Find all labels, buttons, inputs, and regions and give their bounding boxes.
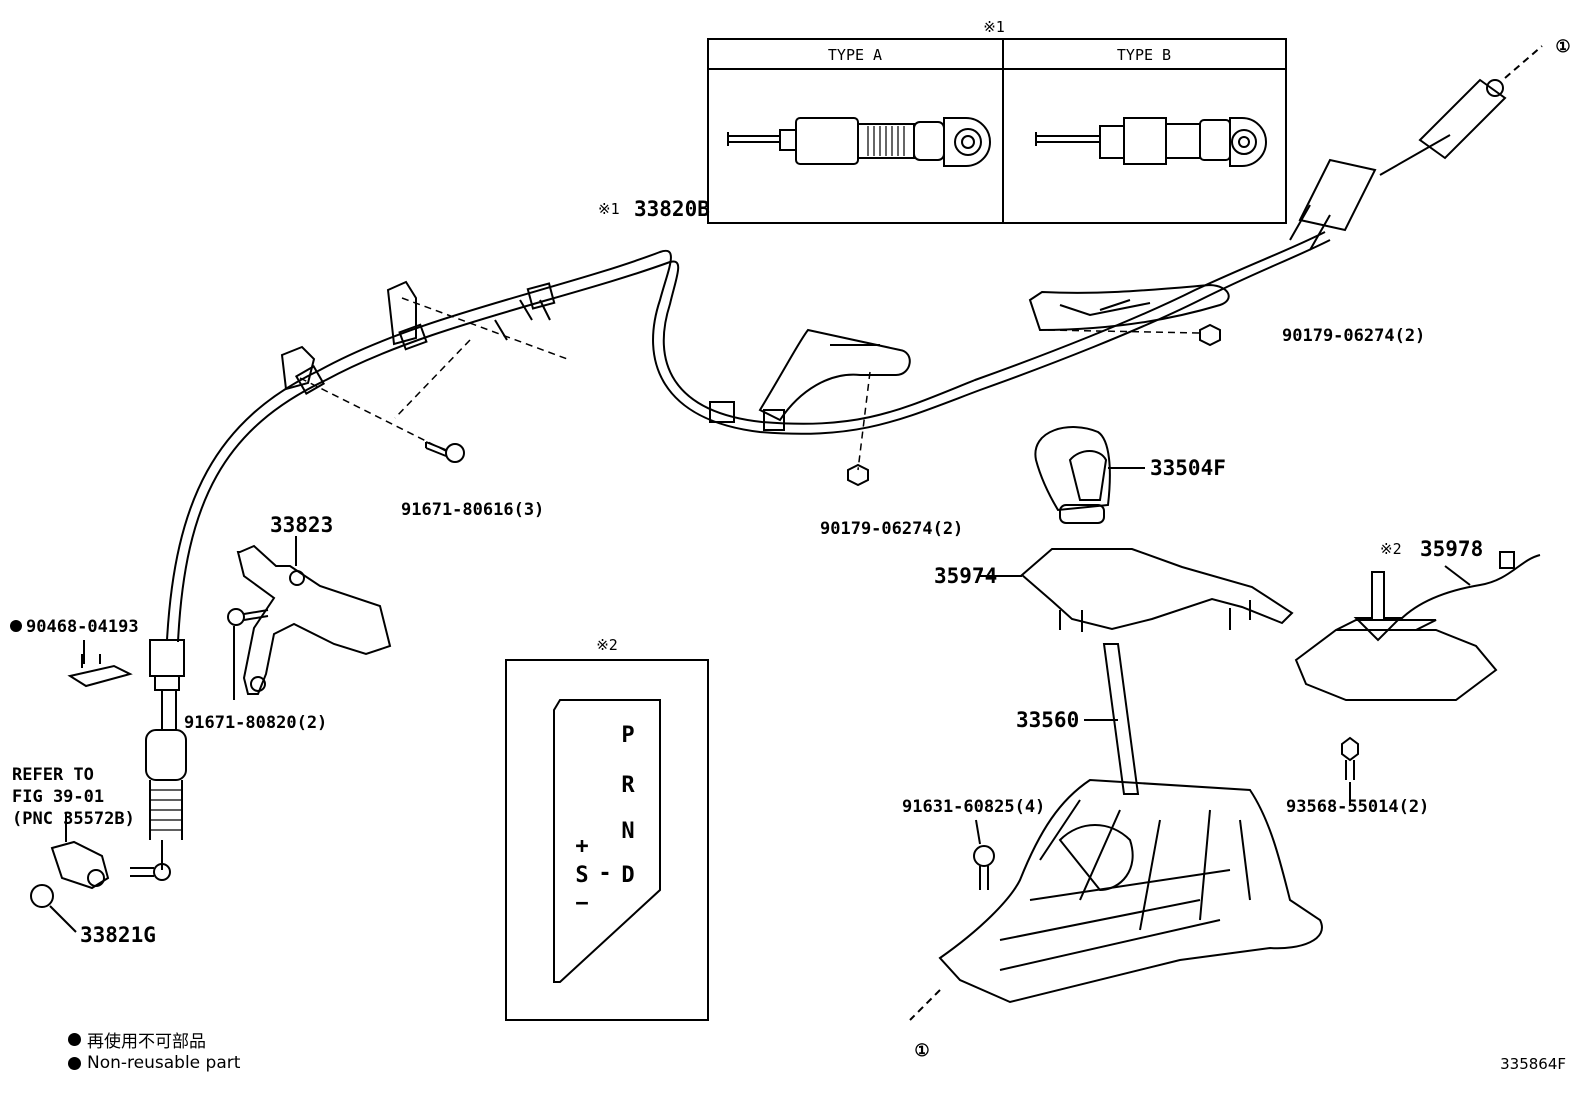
gate-plus: +	[575, 834, 588, 859]
bolt-93568-icon	[1341, 736, 1359, 804]
down-arrow	[1353, 571, 1403, 642]
type-a-header: TYPE A	[828, 46, 882, 64]
refer-line-2: FIG 39-01	[12, 787, 104, 807]
gate-s: S	[575, 863, 588, 888]
gate-r: R	[621, 773, 635, 798]
shift-lever	[1084, 643, 1140, 795]
gate-minus: −	[575, 891, 588, 916]
gate-p: P	[621, 723, 634, 748]
refer-line-1: REFER TO	[12, 765, 94, 785]
circle-ref-bottom: ①	[914, 1041, 929, 1061]
dashed-leaders	[299, 297, 1201, 471]
type-b-connector	[1035, 117, 1267, 167]
type-a-connector	[727, 117, 991, 167]
part-91671-80820: 91671-80820(2)	[184, 713, 327, 733]
clip-33821g-icon	[30, 884, 77, 933]
nut-icons	[847, 323, 1221, 487]
bullet-icon	[68, 1056, 81, 1070]
legend-jp-text: 再使用不可部品	[87, 1032, 206, 1052]
part-35978: 35978	[1420, 537, 1483, 561]
refer-line-3: (PNC 35572B)	[12, 809, 135, 829]
legend-jp: 再使用不可部品	[68, 1027, 206, 1052]
part-91631-60825: 91631-60825(4)	[902, 797, 1045, 817]
type-inset-box	[707, 38, 1287, 224]
bolt-91631-icon	[973, 819, 995, 890]
clip-90468-icon	[67, 640, 133, 688]
cable-mark: ※1	[598, 200, 620, 218]
gate-dash: -	[598, 861, 611, 886]
non-reusable-dot	[10, 620, 22, 632]
type-b-header: TYPE B	[1117, 46, 1171, 64]
labels: ※1 TYPE A TYPE B ※1 33820B ① ① 90179-062…	[10, 18, 1571, 1061]
shift-control-cable	[130, 45, 1543, 881]
part-33823: 33823	[270, 513, 333, 537]
part-90468-04193: 90468-04193	[26, 617, 139, 637]
housing-cover	[978, 548, 1294, 632]
part-91671-80616: 91671-80616(3)	[401, 500, 544, 520]
figure-id: 335864F	[1500, 1055, 1566, 1073]
gate-mark: ※2	[596, 636, 618, 654]
bracket-33823	[236, 536, 392, 695]
shift-gate-panel	[505, 659, 709, 1021]
bullet-icon	[68, 1033, 81, 1046]
gate-d: D	[621, 863, 634, 888]
part-35974: 35974	[934, 564, 997, 588]
part-33560: 33560	[1016, 708, 1079, 732]
shift-knob	[1034, 426, 1145, 524]
gate-n: N	[621, 819, 634, 844]
upper-right-bracket	[1028, 283, 1230, 332]
part-90179-mid: 90179-06274(2)	[820, 519, 963, 539]
type-mark: ※1	[983, 18, 1005, 36]
part-33504f: 33504F	[1150, 456, 1226, 480]
bolt-91671-80820-icon	[227, 608, 269, 700]
part-33821g: 33821G	[80, 923, 156, 947]
bolt-91671-80616-icon	[425, 441, 465, 463]
mid-bracket	[758, 328, 911, 422]
indicator-mark: ※2	[1380, 540, 1402, 558]
part-33820b: 33820B	[634, 197, 710, 221]
refer-part-icon	[50, 812, 110, 890]
part-93568-55014: 93568-55014(2)	[1286, 797, 1429, 817]
circle-ref-top: ①	[1555, 37, 1570, 57]
indicator-assembly	[1294, 551, 1541, 701]
legend-en: Non-reusable part	[68, 1053, 240, 1073]
shift-lever-base	[909, 778, 1323, 1021]
legend-en-text: Non-reusable part	[87, 1053, 241, 1073]
part-90179-upper: 90179-06274(2)	[1282, 326, 1425, 346]
